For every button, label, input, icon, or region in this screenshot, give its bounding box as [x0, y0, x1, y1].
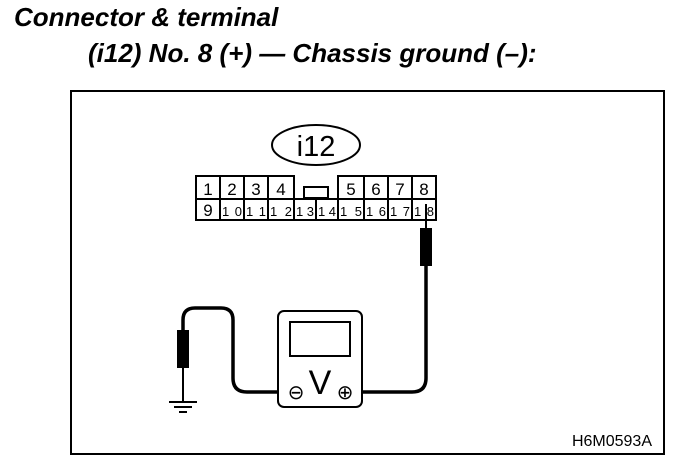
pin-number: 3 [251, 180, 260, 199]
pin-number: 5 [346, 180, 355, 199]
figure-frame [70, 90, 665, 455]
pin-number: 4 [276, 180, 285, 199]
voltmeter-display [289, 321, 351, 357]
chassis-ground-symbol [169, 401, 197, 413]
pin-number: 2 [227, 180, 236, 199]
negative-lead-wire [181, 306, 277, 394]
positive-lead-wire [362, 266, 428, 394]
connector-key [303, 186, 329, 199]
heading-line-1: Connector & terminal [14, 2, 279, 32]
connector-label-bubble [271, 124, 361, 166]
pin-number: 9 [203, 201, 212, 220]
probe-negative [177, 330, 189, 368]
voltmeter: V ⊖ ⊕ [277, 310, 363, 408]
voltmeter-symbol: V [309, 364, 332, 402]
pin-number: 6 [371, 180, 380, 199]
negative-terminal: ⊖ [288, 382, 305, 404]
connector-label: i12 [297, 131, 336, 163]
heading-line-2: (i12) No. 8 (+) — Chassis ground (–): [88, 38, 537, 68]
figure-code: H6M0593A [572, 433, 652, 450]
pin-number: 1 [203, 180, 212, 199]
pin-number: 8 [419, 180, 428, 199]
pin-number: 7 [395, 180, 404, 199]
positive-terminal: ⊕ [337, 382, 354, 404]
pin-cell-bottom-9 [411, 198, 437, 221]
probe-positive [420, 228, 432, 266]
